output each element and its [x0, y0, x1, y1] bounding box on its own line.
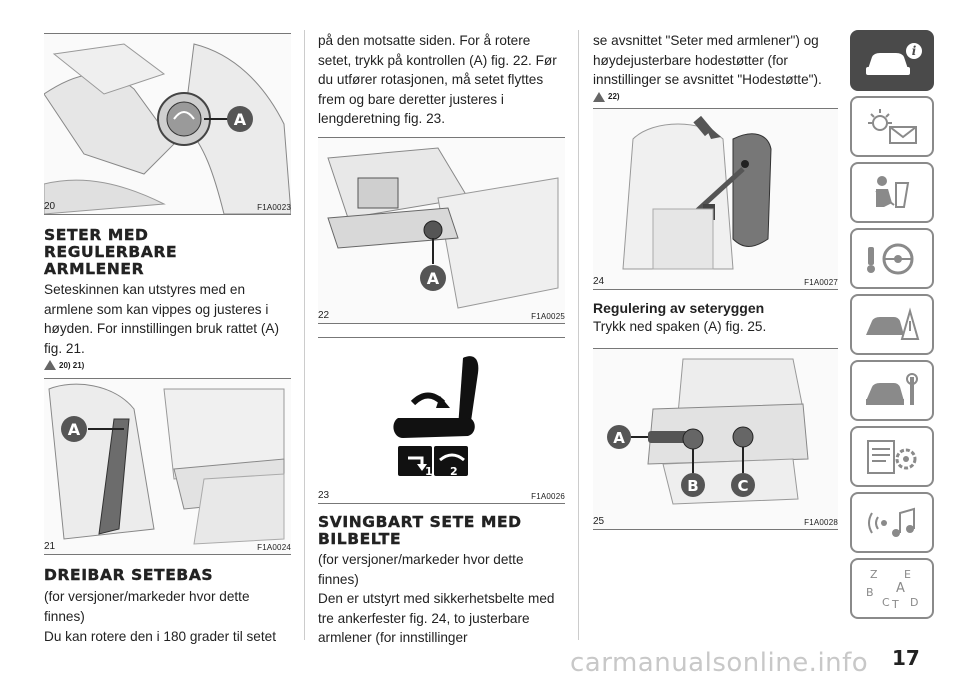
tab-dashboard-lights[interactable]: [850, 96, 934, 157]
step-label-2: 2: [450, 465, 458, 478]
figure-code: F1A0023: [257, 203, 291, 212]
figure-23: 1 2 23 F1A0026: [318, 336, 565, 504]
tab-emergency[interactable]: [850, 294, 934, 355]
svg-text:Z: Z: [870, 568, 878, 581]
warning-ref-text: 22): [608, 92, 620, 102]
figure-25: A B C 25 F1A0028: [593, 348, 838, 531]
callout-c-fig25: C: [737, 477, 748, 495]
figure-code: F1A0024: [257, 543, 291, 553]
figure-number: 23: [318, 489, 330, 501]
svg-text:C: C: [882, 596, 890, 609]
car-info-icon: i: [866, 42, 922, 75]
tab-car-info[interactable]: i: [850, 30, 934, 91]
section-heading-swivel-seat-belt: SVINGBART SETE MED BILBELTE: [318, 512, 522, 548]
steering-key-icon: [867, 243, 914, 274]
page-number: 17: [892, 646, 920, 670]
section-body-armrests: Seteskinnen kan utstyres med en armlene …: [44, 282, 279, 356]
index-letters-icon: Z E A B C T D: [866, 568, 918, 611]
svg-text:E: E: [904, 568, 911, 581]
multimedia-icon: [868, 507, 915, 537]
tab-index[interactable]: Z E A B C T D: [850, 558, 934, 619]
section-body-swivel-base-1: (for versjoner/markeder hvor dette finne…: [44, 589, 250, 624]
backrest-lever-illustration: A B C: [593, 349, 838, 530]
dashboard-lights-icon: [868, 108, 917, 144]
specs-gear-icon: [867, 439, 917, 474]
column-1: A 20 F1A0023 SETER MED REGULERBARE ARMLE…: [44, 0, 291, 646]
figure-22: A 22 F1A0025: [318, 136, 565, 324]
column-separator: [304, 30, 305, 640]
tab-multimedia[interactable]: [850, 492, 934, 553]
section-body-swivel-seat-belt-1: (for versjoner/markeder hvor dette finne…: [318, 551, 524, 587]
figure-21: A 21 F1A0024: [44, 378, 291, 556]
figure-code: F1A0025: [531, 311, 565, 321]
callout-a-fig21: A: [68, 420, 81, 439]
figure-code: F1A0027: [804, 277, 838, 287]
callout-a-fig25: A: [613, 429, 625, 447]
figure-number: 25: [593, 516, 605, 528]
footer-watermark: carmanualsonline.info: [570, 648, 869, 678]
airbag-seat-icon: [875, 175, 910, 208]
warning-ref-text: 20) 21): [59, 360, 85, 370]
section-body-backrest: Trykk ned spaken (A) fig. 25.: [593, 318, 767, 334]
svg-text:A: A: [896, 581, 905, 596]
section-heading-armrests: SETER MED REGULERBARE ARMLENER: [44, 226, 178, 278]
column-separator: [578, 30, 579, 640]
tab-safety[interactable]: [850, 162, 934, 223]
warning-ref: 20) 21): [44, 360, 291, 371]
tab-technical-data[interactable]: [850, 426, 934, 487]
figure-code: F1A0028: [804, 518, 838, 528]
figure-number: 21: [44, 541, 56, 553]
section-heading-backrest: Regulering av seteryggen: [593, 299, 765, 316]
svg-text:i: i: [912, 44, 917, 58]
svg-text:D: D: [910, 596, 918, 609]
swivel-base-control-illustration: A: [318, 137, 565, 323]
callout-a-fig20: A: [234, 110, 247, 129]
figure-24: 24 F1A0027: [593, 107, 838, 290]
figure-number: 24: [593, 275, 605, 287]
armrest-seat-illustration: A: [44, 379, 291, 555]
warning-triangle-icon: [593, 91, 605, 102]
col2-body: på den motsatte siden. For å rotere sete…: [318, 33, 557, 127]
column-2: på den motsatte siden. For å rotere sete…: [318, 0, 565, 648]
tab-maintenance[interactable]: [850, 360, 934, 421]
warning-ref: 22): [593, 91, 838, 102]
callout-b-fig25: B: [687, 477, 698, 495]
callout-a-fig22: A: [427, 269, 440, 288]
section-body-swivel-base-2: Du kan rotere den i 180 grader til setet: [44, 628, 276, 644]
svg-text:T: T: [891, 598, 899, 611]
col3-body: se avsnittet "Seter med armlener") og hø…: [593, 33, 822, 88]
car-maintenance-icon: [866, 372, 918, 405]
column-3: se avsnittet "Seter med armlener") og hø…: [593, 0, 838, 531]
figure-number: 20: [44, 201, 56, 212]
figure-code: F1A0026: [531, 491, 565, 501]
section-body-swivel-seat-belt-2: Den er utstyrt med sikkerhetsbelte med t…: [318, 591, 555, 646]
seat-with-belt-illustration: [593, 108, 838, 289]
seat-armrest-knob-illustration: A: [44, 34, 291, 214]
seat-rotation-diagram: 1 2: [318, 337, 565, 503]
figure-number: 22: [318, 309, 330, 321]
step-label-1: 1: [425, 465, 433, 478]
chapter-tabs: i: [850, 30, 960, 624]
warning-triangle-icon: [44, 360, 56, 371]
svg-text:B: B: [866, 586, 874, 599]
car-crash-icon: [866, 306, 920, 340]
section-heading-swivel-base: DREIBAR SETEBAS: [44, 566, 214, 585]
figure-20: A 20 F1A0023: [44, 33, 291, 215]
tab-driving[interactable]: [850, 228, 934, 289]
